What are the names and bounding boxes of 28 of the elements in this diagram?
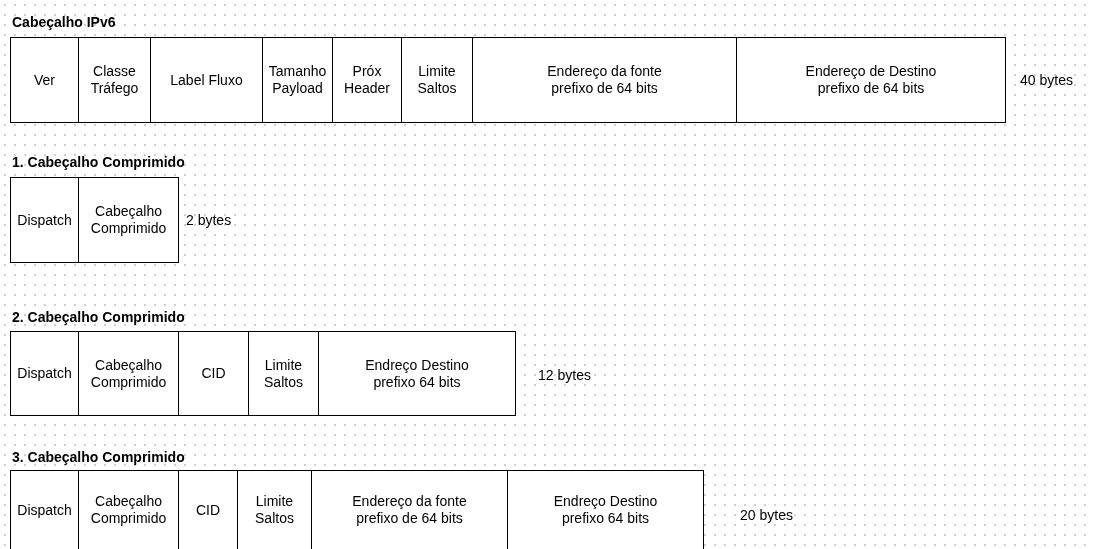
section-heading: Cabeçalho IPv6 bbox=[12, 14, 116, 30]
header-field: CID bbox=[178, 470, 238, 549]
header-field: CID bbox=[178, 331, 249, 416]
header-field: Label Fluxo bbox=[150, 37, 263, 123]
header-field: Endereço de Destino prefixo de 64 bits bbox=[736, 37, 1006, 123]
header-field: Limite Saltos bbox=[248, 331, 319, 416]
size-label: 40 bytes bbox=[1020, 72, 1073, 88]
header-field: Dispatch bbox=[10, 470, 79, 549]
section-heading: 2. Cabeçalho Comprimido bbox=[12, 309, 185, 325]
header-field: Dispatch bbox=[10, 177, 79, 263]
header-field: Cabeçalho Comprimido bbox=[78, 470, 179, 549]
section-heading: 1. Cabeçalho Comprimido bbox=[12, 154, 185, 170]
section-heading: 3. Cabeçalho Comprimido bbox=[12, 449, 185, 465]
header-field: Endereço da fonte prefixo de 64 bits bbox=[311, 470, 508, 549]
header-field: Classe Tráfego bbox=[78, 37, 151, 123]
header-field: Limite Saltos bbox=[237, 470, 312, 549]
size-label: 12 bytes bbox=[538, 367, 591, 383]
header-field: Cabeçalho Comprimido bbox=[78, 177, 179, 263]
header-field: Tamanho Payload bbox=[262, 37, 333, 123]
header-field: Dispatch bbox=[10, 331, 79, 416]
header-field: Endereço da fonte prefixo de 64 bits bbox=[472, 37, 737, 123]
size-label: 20 bytes bbox=[740, 507, 793, 523]
header-field: Endreço Destino prefixo 64 bits bbox=[507, 470, 704, 549]
header-field: Limite Saltos bbox=[401, 37, 473, 123]
header-field: Endreço Destino prefixo 64 bits bbox=[318, 331, 516, 416]
header-field: Próx Header bbox=[332, 37, 402, 123]
header-field: Cabeçalho Comprimido bbox=[78, 331, 179, 416]
header-field: Ver bbox=[10, 37, 79, 123]
